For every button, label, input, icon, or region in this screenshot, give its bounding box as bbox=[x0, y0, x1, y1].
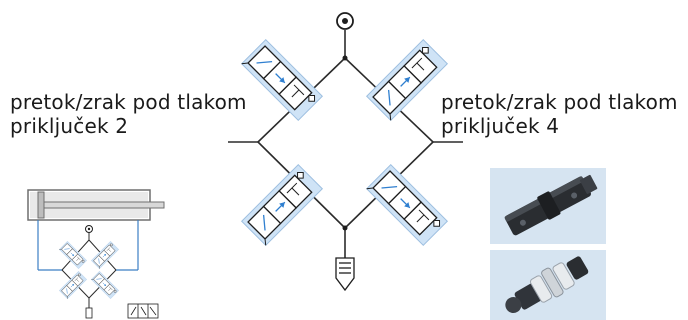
port-2-label-line1: pretok/zrak pod tlakom bbox=[10, 90, 247, 114]
port-4-label-line1: pretok/zrak pod tlakom bbox=[441, 90, 678, 114]
cylinder-circuit-thumbnail bbox=[27, 189, 165, 319]
valve-bottom-left bbox=[241, 164, 323, 246]
valve-bottom-right bbox=[366, 164, 448, 246]
valve-terminal-photo bbox=[490, 168, 606, 244]
port-2-label: pretok/zrak pod tlakom priključek 2 bbox=[10, 90, 247, 138]
port-2-label-line2: priključek 2 bbox=[10, 114, 129, 138]
port-4-label: pretok/zrak pod tlakom priključek 4 bbox=[441, 90, 678, 138]
cartridge-valve-photo bbox=[490, 250, 606, 320]
port-4-label-line2: priključek 4 bbox=[441, 114, 560, 138]
double-acting-cylinder-icon bbox=[27, 189, 165, 221]
pressure-source-icon bbox=[336, 12, 354, 30]
silencer-icon bbox=[335, 257, 355, 292]
valve-top-left bbox=[241, 39, 323, 121]
valve-top-right bbox=[366, 39, 448, 121]
